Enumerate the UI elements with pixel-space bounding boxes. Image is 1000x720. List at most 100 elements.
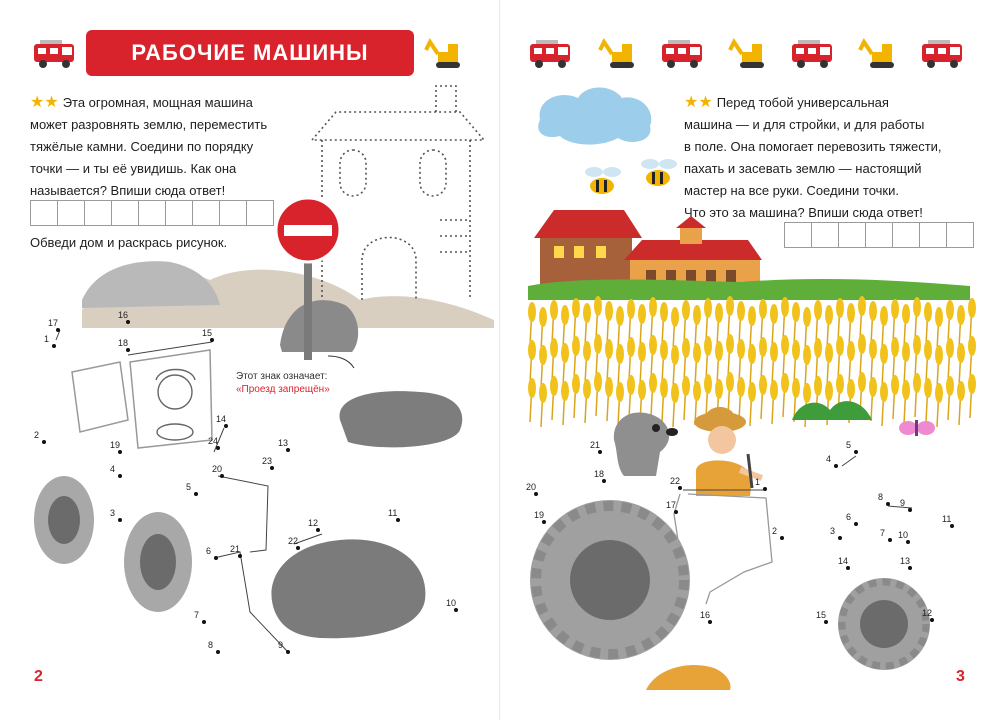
connect-dot[interactable] bbox=[296, 546, 300, 550]
dot-label: 11 bbox=[388, 508, 397, 518]
wheat-field bbox=[528, 296, 976, 428]
connect-dot[interactable] bbox=[286, 448, 290, 452]
connect-dot[interactable] bbox=[52, 344, 56, 348]
answer-box[interactable] bbox=[865, 222, 893, 248]
connect-dot[interactable] bbox=[194, 492, 198, 496]
wheat-ear bbox=[594, 296, 602, 316]
connect-dot[interactable] bbox=[534, 492, 538, 496]
connect-dot[interactable] bbox=[763, 487, 767, 491]
answer-box[interactable] bbox=[165, 200, 193, 226]
connect-dot[interactable] bbox=[930, 618, 934, 622]
dot-label: 13 bbox=[278, 438, 288, 448]
star-icon: ★ bbox=[30, 94, 45, 111]
connect-dot[interactable] bbox=[214, 556, 218, 560]
connect-dot[interactable] bbox=[598, 450, 602, 454]
connect-dot[interactable] bbox=[316, 528, 320, 532]
wheel-hub bbox=[140, 534, 176, 590]
wheat-ear bbox=[649, 373, 657, 393]
wheat-ear bbox=[737, 339, 745, 359]
answer-box[interactable] bbox=[892, 222, 920, 248]
wheat-ear bbox=[616, 382, 624, 402]
connect-dot[interactable] bbox=[270, 466, 274, 470]
connect-dot[interactable] bbox=[678, 486, 682, 490]
connect-dot[interactable] bbox=[846, 566, 850, 570]
dot-label: 1 bbox=[44, 334, 49, 344]
dot-label: 2 bbox=[772, 526, 777, 536]
tractor-outline bbox=[673, 493, 773, 605]
answer-box[interactable] bbox=[84, 200, 112, 226]
connect-dot[interactable] bbox=[906, 540, 910, 544]
wheat-ear bbox=[605, 301, 613, 321]
connect-dot[interactable] bbox=[118, 450, 122, 454]
answer-box[interactable] bbox=[138, 200, 166, 226]
connect-dot[interactable] bbox=[126, 320, 130, 324]
connect-dot[interactable] bbox=[854, 522, 858, 526]
connect-dot[interactable] bbox=[888, 538, 892, 542]
connect-dot[interactable] bbox=[216, 446, 220, 450]
connect-dot[interactable] bbox=[780, 536, 784, 540]
answer-box[interactable] bbox=[219, 200, 247, 226]
dot-label: 4 bbox=[826, 454, 831, 464]
connect-dot[interactable] bbox=[602, 479, 606, 483]
wheat-ear bbox=[539, 383, 547, 403]
wheat-ear bbox=[902, 304, 910, 324]
dot-label: 4 bbox=[110, 464, 115, 474]
connect-dot[interactable] bbox=[118, 518, 122, 522]
wheat-ear bbox=[693, 305, 701, 325]
answer-box[interactable] bbox=[57, 200, 85, 226]
wheat-ear bbox=[737, 377, 745, 397]
driver-outline bbox=[155, 368, 196, 441]
wheat-ear bbox=[660, 340, 668, 360]
dot-label: 21 bbox=[230, 544, 240, 554]
connect-dot[interactable] bbox=[454, 608, 458, 612]
wheat-ear bbox=[638, 342, 646, 362]
connect-dot[interactable] bbox=[220, 474, 224, 478]
wheat-ear bbox=[660, 378, 668, 398]
connect-dot[interactable] bbox=[42, 440, 46, 444]
wheat-ear bbox=[583, 379, 591, 399]
wheat-ear bbox=[583, 303, 591, 323]
connect-dot[interactable] bbox=[834, 464, 838, 468]
wheat-ear bbox=[550, 376, 558, 396]
wheat-ear bbox=[869, 339, 877, 359]
star-icon: ★ bbox=[698, 94, 713, 111]
dot-label: 12 bbox=[308, 518, 318, 528]
dot-label: 3 bbox=[110, 508, 115, 518]
wheat-ear bbox=[550, 338, 558, 358]
connect-dot[interactable] bbox=[202, 620, 206, 624]
connect-dot[interactable] bbox=[224, 424, 228, 428]
connect-dot[interactable] bbox=[824, 620, 828, 624]
connect-dot[interactable] bbox=[286, 650, 290, 654]
connect-dot[interactable] bbox=[238, 554, 242, 558]
connect-dot[interactable] bbox=[118, 474, 122, 478]
answer-boxes bbox=[784, 222, 974, 248]
connect-dot[interactable] bbox=[126, 348, 130, 352]
connect-dot[interactable] bbox=[908, 566, 912, 570]
connect-dot[interactable] bbox=[542, 520, 546, 524]
connect-dot[interactable] bbox=[216, 650, 220, 654]
connect-dot[interactable] bbox=[908, 508, 912, 512]
connect-dot[interactable] bbox=[396, 518, 400, 522]
wheat-ear bbox=[803, 307, 811, 327]
wheat-ear bbox=[814, 300, 822, 320]
answer-box[interactable] bbox=[30, 200, 58, 226]
connect-dot[interactable] bbox=[838, 536, 842, 540]
wheat-ear bbox=[913, 335, 921, 355]
connect-dot[interactable] bbox=[886, 502, 890, 506]
connect-dot[interactable] bbox=[854, 450, 858, 454]
connect-dot[interactable] bbox=[708, 620, 712, 624]
wheat-ear bbox=[704, 336, 712, 356]
connect-dot[interactable] bbox=[210, 338, 214, 342]
wheat-ear bbox=[759, 375, 767, 395]
connect-dot[interactable] bbox=[950, 524, 954, 528]
answer-box[interactable] bbox=[246, 200, 274, 226]
answer-box[interactable] bbox=[111, 200, 139, 226]
wheat-ear bbox=[770, 304, 778, 324]
answer-box[interactable] bbox=[946, 222, 974, 248]
connect-dot[interactable] bbox=[674, 510, 678, 514]
connect-dot[interactable] bbox=[56, 328, 60, 332]
wheat-ear bbox=[924, 378, 932, 398]
wheat-ear bbox=[902, 380, 910, 400]
wheat-ear bbox=[638, 304, 646, 324]
difficulty-stars: ★★ bbox=[30, 92, 59, 114]
